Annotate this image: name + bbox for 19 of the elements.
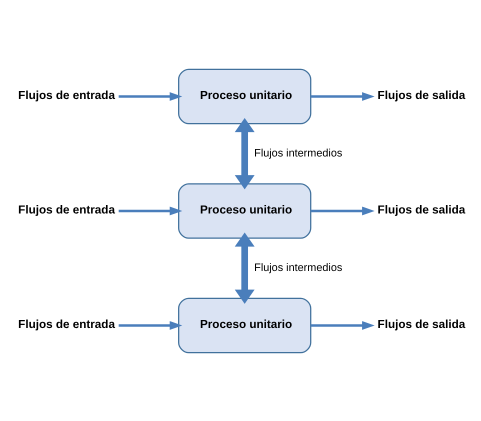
node-box: Proceso unitario bbox=[178, 182, 312, 238]
node-text: Flujos de entrada bbox=[18, 202, 115, 216]
node-box: Proceso unitario bbox=[178, 297, 312, 353]
arrow bbox=[234, 117, 255, 189]
arrow bbox=[310, 92, 375, 100]
edge-label: Flujos intermedios bbox=[254, 147, 342, 160]
node-text: Flujos de entrada bbox=[18, 88, 115, 102]
arrow bbox=[310, 320, 375, 330]
node-text: Flujos de entrada bbox=[18, 317, 115, 330]
node-box: Proceso unitario bbox=[178, 68, 312, 124]
arrow bbox=[234, 232, 255, 304]
arrow bbox=[310, 206, 375, 215]
edge-label: Flujos intermedios bbox=[254, 262, 342, 274]
arrow bbox=[118, 92, 182, 100]
node-text: Flujos de salida bbox=[378, 317, 466, 330]
node-text: Flujos de salida bbox=[378, 202, 466, 216]
arrow bbox=[118, 320, 182, 330]
arrow bbox=[118, 206, 182, 215]
node-text: Flujos de salida bbox=[378, 88, 466, 102]
